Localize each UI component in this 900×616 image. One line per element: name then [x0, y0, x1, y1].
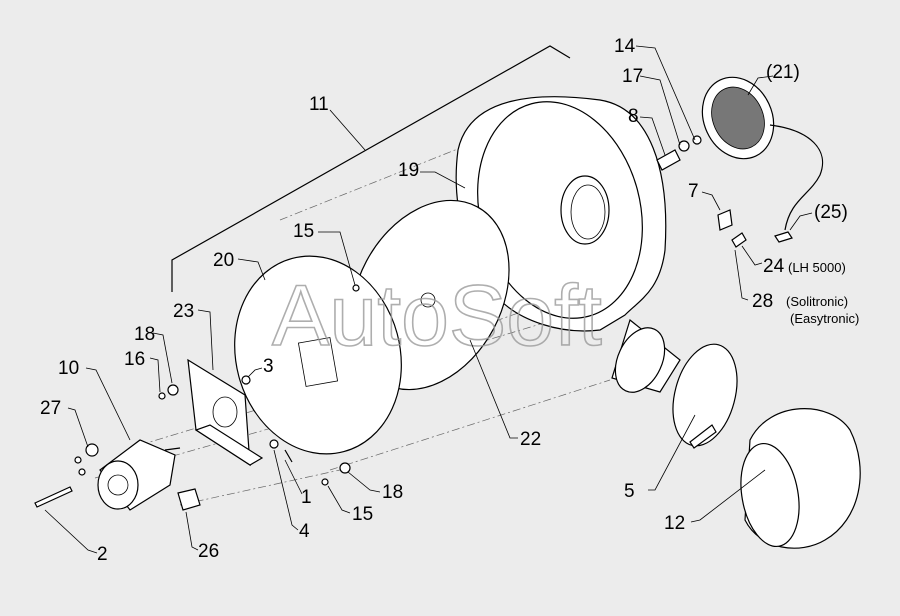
motor — [97, 439, 181, 511]
callout-8: 8 — [628, 106, 639, 127]
callout-19: 19 — [398, 160, 419, 181]
callout-labels: 11 14 17 (21) 8 19 7 (25) 15 20 24 (LH 5… — [40, 36, 859, 565]
callout-3: 3 — [263, 356, 274, 377]
callout-28-note-2: (Easytronic) — [790, 311, 859, 326]
callout-10: 10 — [58, 358, 79, 379]
callout-17: 17 — [622, 66, 643, 87]
callout-20: 20 — [213, 250, 234, 271]
callout-25: (25) — [814, 202, 848, 223]
callout-22: 22 — [520, 429, 541, 450]
sensor-cable — [769, 124, 824, 231]
back-plate — [234, 255, 402, 455]
callout-24: 24 — [763, 256, 785, 277]
callout-28-note-1: (Solitronic) — [786, 294, 848, 309]
hose — [740, 408, 861, 549]
mounting-bracket — [187, 358, 264, 467]
callout-23: 23 — [173, 301, 194, 322]
callout-26: 26 — [198, 541, 219, 562]
callout-18-right: 18 — [382, 482, 403, 503]
callout-7: 7 — [688, 181, 699, 202]
grille — [701, 76, 775, 160]
callout-27: 27 — [40, 398, 61, 419]
hose-clamp — [672, 343, 738, 449]
callout-21: (21) — [766, 62, 800, 83]
leader-lines — [44, 45, 813, 554]
callout-5: 5 — [624, 481, 635, 502]
callout-15-top: 15 — [293, 221, 314, 242]
callout-15-bottom: 15 — [352, 504, 373, 525]
callout-1: 1 — [301, 487, 312, 508]
callout-18-left: 18 — [134, 324, 155, 345]
callout-14: 14 — [614, 36, 636, 57]
watermark: AutoSoft — [272, 268, 602, 364]
callout-4: 4 — [299, 521, 310, 542]
callout-16: 16 — [124, 349, 145, 370]
callout-12: 12 — [664, 513, 685, 534]
callout-24-note: (LH 5000) — [788, 260, 846, 275]
callout-2: 2 — [97, 544, 108, 565]
small-parts — [34, 135, 793, 511]
callout-28: 28 — [752, 291, 773, 312]
callout-11: 11 — [309, 94, 329, 115]
group-bracket — [171, 45, 571, 292]
